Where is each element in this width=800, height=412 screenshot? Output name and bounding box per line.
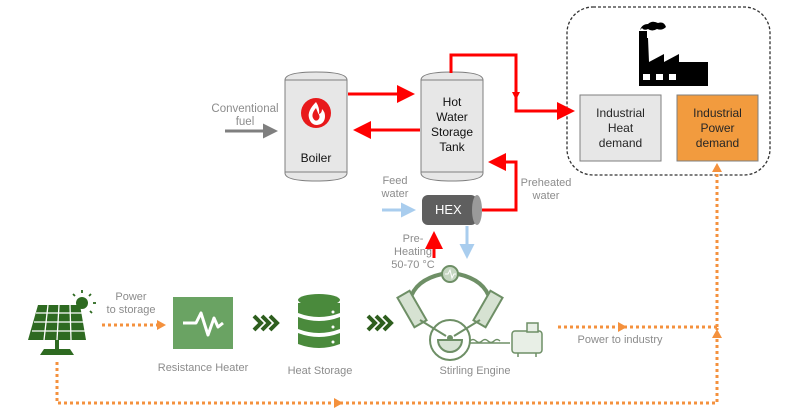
hot-water-storage-tank <box>420 71 484 182</box>
pipe-tank-to-industry <box>449 53 575 120</box>
database-icon <box>298 294 340 348</box>
industrial-heat-demand-box <box>579 94 662 162</box>
stirling-engine-icon <box>396 265 510 361</box>
chevrons-right-icon <box>366 314 394 332</box>
resistance-heater-label: Resistance Heater <box>157 362 249 374</box>
stirling-engine-label: Stirling Engine <box>439 365 511 377</box>
industrial-power-demand-box <box>676 94 759 162</box>
hex-label: HEX <box>435 202 462 217</box>
chevrons-right-icon <box>252 314 280 332</box>
hex-unit <box>422 195 482 225</box>
pulse-icon <box>173 297 233 349</box>
factory-icon <box>639 21 708 86</box>
feed-water-label: Feed water <box>381 175 409 200</box>
pipe-hex-to-tank <box>482 153 518 212</box>
industrial-heat-demand-label: Industrial Heat demand <box>596 105 645 150</box>
power-to-storage-label: Power to storage <box>106 291 156 316</box>
industrial-power-demand-label: Industrial Power demand <box>693 105 742 150</box>
power-lines <box>55 172 719 405</box>
hot-water-tank-label: Hot Water Storage Tank <box>430 95 474 154</box>
power-to-industry-label: Power to industry <box>577 334 663 346</box>
preheated-water-label: Preheated water <box>520 177 572 202</box>
heat-pipes <box>348 53 575 258</box>
solar-panel-icon <box>28 290 96 355</box>
power-bypass-line <box>55 328 719 405</box>
motor-icon <box>511 322 543 357</box>
industry-boundary <box>566 6 771 176</box>
heat-storage-label: Heat Storage <box>287 365 353 377</box>
flame-icon <box>301 98 331 128</box>
pre-heating-label: Pre- Heating 50-70 °C <box>391 233 435 271</box>
boiler-label: Boiler <box>300 151 332 165</box>
conventional-fuel-label: Conventional fuel <box>211 103 279 128</box>
